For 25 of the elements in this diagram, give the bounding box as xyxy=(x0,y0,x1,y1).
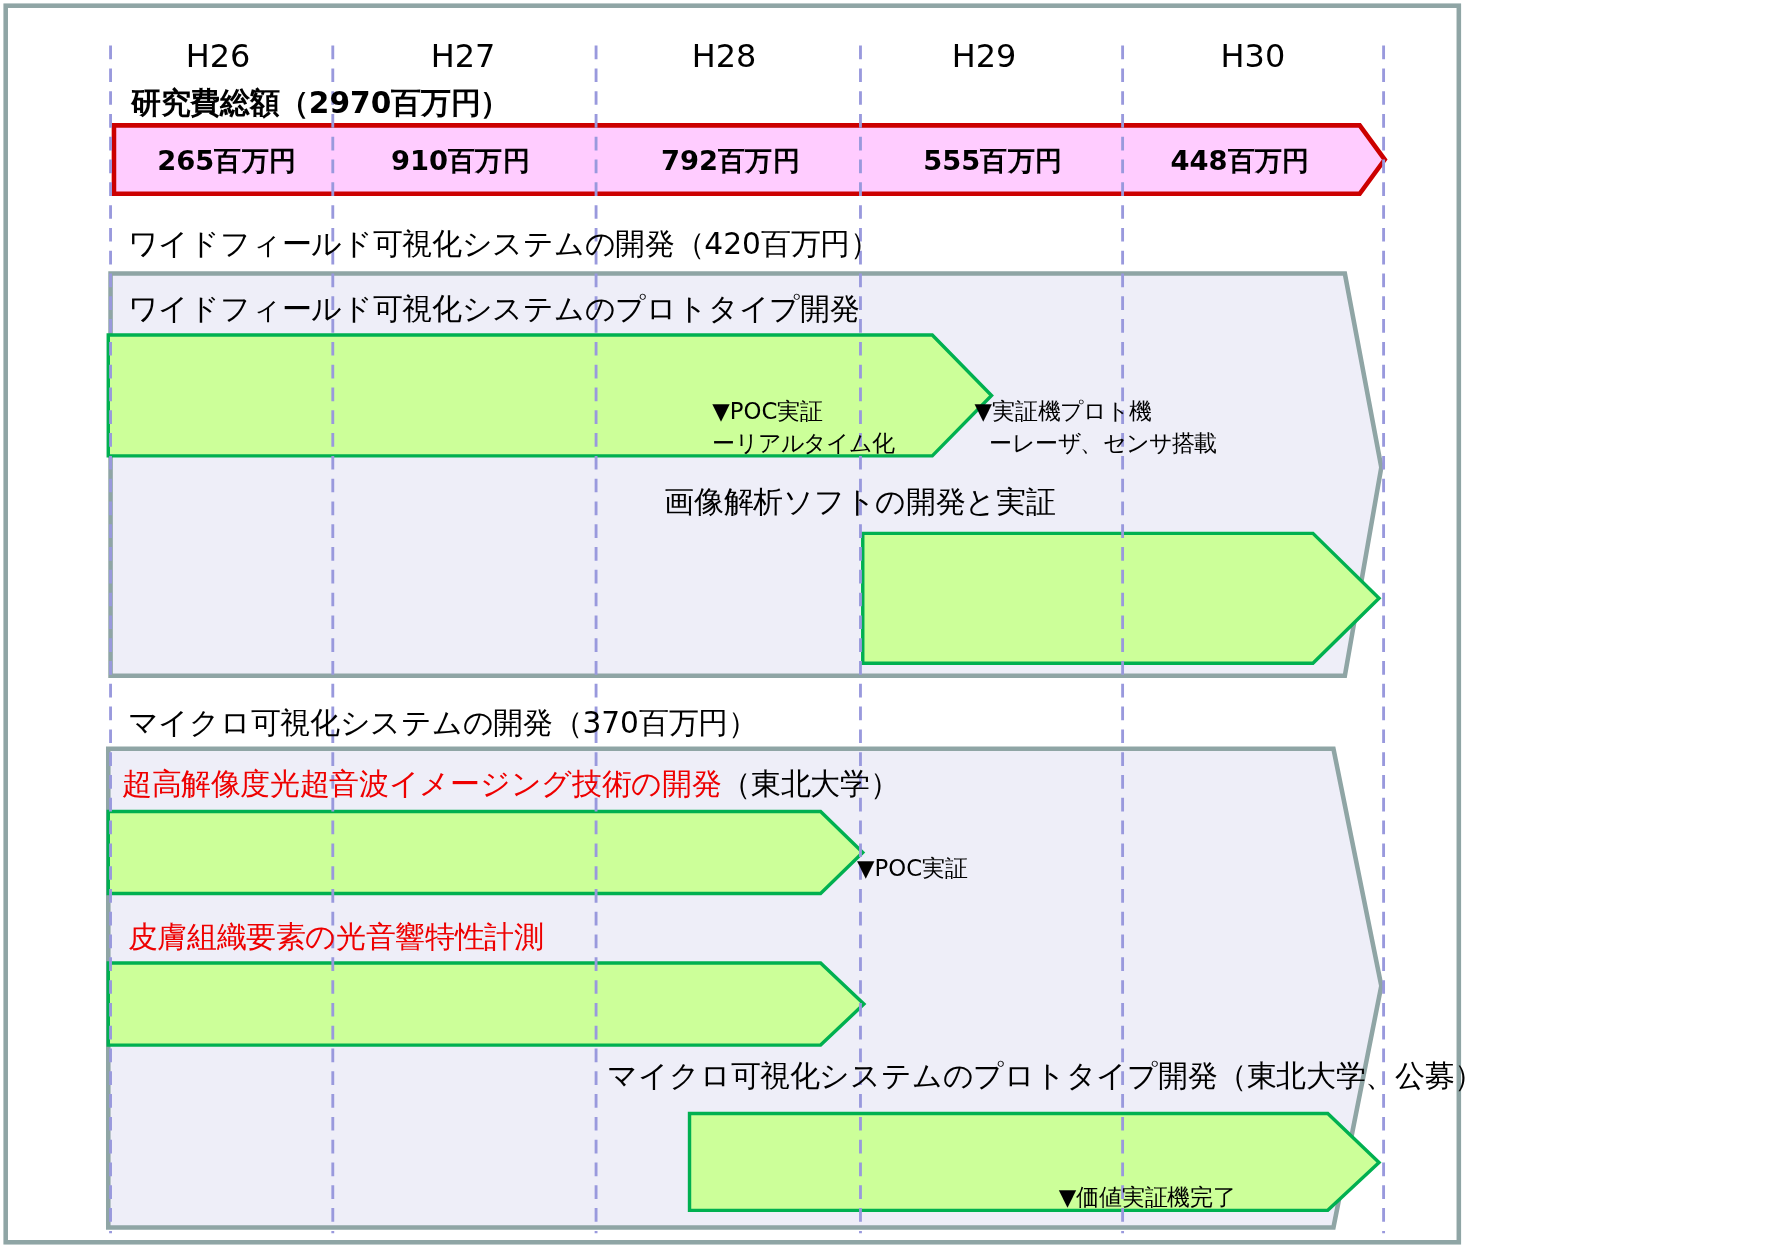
amount-label: 792百万円 xyxy=(661,145,801,176)
title-text: 研究費総額（2970百万円） xyxy=(131,86,510,120)
milestone-note: ーレーザ、センサ搭載 xyxy=(989,430,1218,456)
heading-text: ワイドフィールド可視化システムのプロトタイプ開発 xyxy=(127,292,860,326)
heading-text: 画像解析ソフトの開発と実証 xyxy=(664,485,1056,519)
year-label: H30 xyxy=(1220,39,1286,75)
amount-label: 555百万円 xyxy=(923,145,1063,176)
milestone-note: ▼POC実証 xyxy=(712,398,824,424)
amount-label: 265百万円 xyxy=(157,145,297,176)
amount-label: 448百万円 xyxy=(1170,145,1310,176)
year-label: H26 xyxy=(185,39,251,75)
heading-text: マイクロ可視化システムのプロトタイプ開発（東北大学、公募） xyxy=(607,1059,1484,1093)
milestone-note: ▼実証機プロト機 xyxy=(974,398,1152,424)
amount-label: 910百万円 xyxy=(390,145,531,176)
year-label: H29 xyxy=(951,39,1017,75)
milestone-note: ▼POC実証 xyxy=(857,855,968,881)
year-label: H27 xyxy=(430,39,496,75)
heading-text: ワイドフィールド可視化システムの開発（420百万円） xyxy=(127,227,880,261)
milestone-note: ▼価値実証機完了 xyxy=(1058,1184,1236,1210)
heading-text: （東北大学） xyxy=(721,768,900,801)
year-label: H28 xyxy=(691,39,757,75)
heading-text: 超高解像度光超音波イメージング技術の開発 xyxy=(121,768,722,801)
milestone-note: ーリアルタイム化 xyxy=(712,430,895,456)
heading-text: マイクロ可視化システムの開発（370百万円） xyxy=(127,706,758,740)
heading-text: 皮膚組織要素の光音響特性計測 xyxy=(127,920,544,954)
